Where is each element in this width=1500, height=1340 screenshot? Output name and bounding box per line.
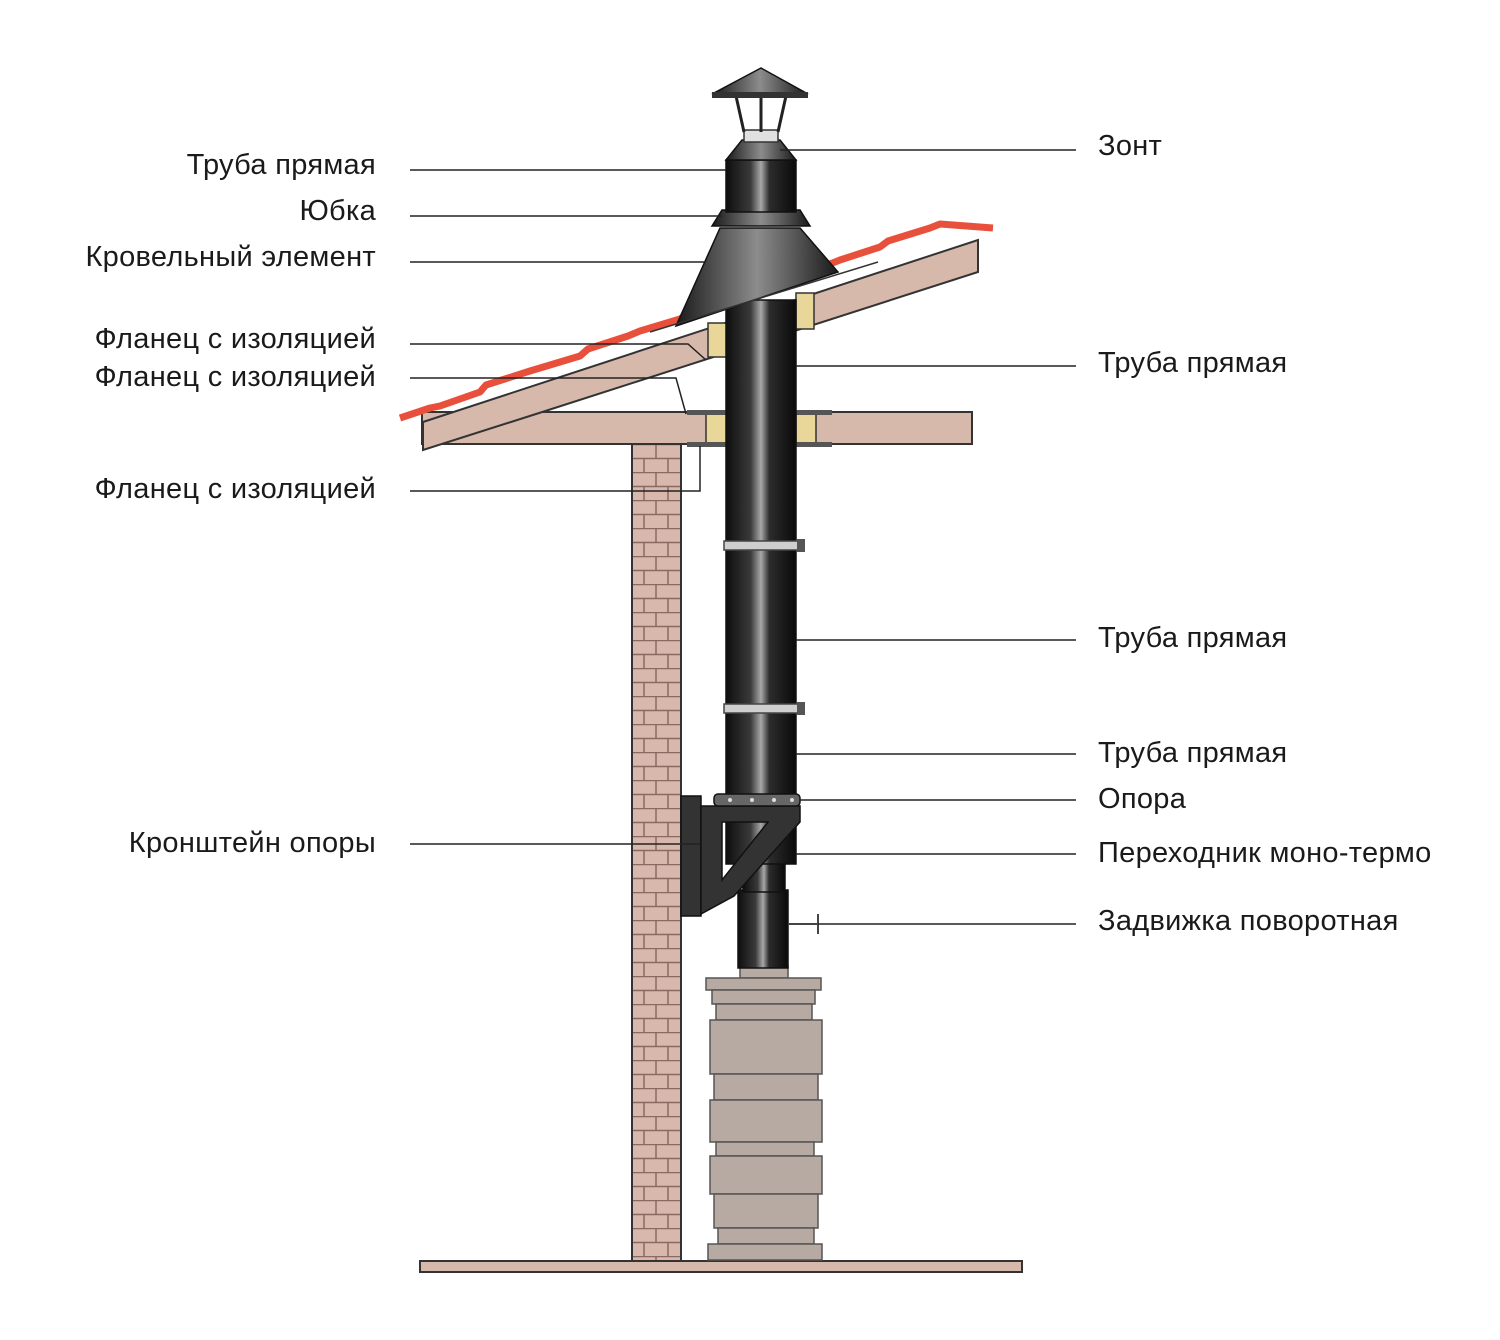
label-pipe-mid: Труба прямая	[1098, 622, 1288, 654]
pipe-top-taper	[724, 139, 798, 161]
floor	[419, 1260, 1023, 1273]
ceiling-insulation	[705, 413, 729, 445]
support-plate	[713, 793, 801, 807]
label-bracket: Кронштейн опоры	[128, 827, 376, 859]
roof-insulation	[795, 292, 815, 330]
pipe-top	[725, 159, 797, 213]
roof-tiles	[398, 220, 994, 422]
cap-stays	[734, 95, 788, 133]
flashing-edge	[649, 261, 879, 333]
label-damper: Задвижка поворотная	[1098, 905, 1399, 937]
label-support: Опора	[1098, 783, 1187, 815]
roof-insulation	[707, 322, 729, 358]
label-pipe-attic: Труба прямая	[1098, 347, 1288, 379]
brick-wall	[631, 443, 682, 1262]
ceiling-insulation	[795, 413, 817, 445]
pipe-mono	[737, 889, 789, 969]
label-pipe-low: Труба прямая	[1098, 737, 1288, 769]
label-adapter: Переходник моно-термо	[1098, 837, 1432, 869]
cap-cone	[711, 67, 809, 95]
label-flange-2: Фланец с изоляцией	[94, 361, 376, 393]
label-skirt: Юбка	[299, 195, 376, 227]
pipe-clamp	[723, 539, 805, 552]
wall-bracket	[680, 795, 801, 917]
label-flange-3: Фланец с изоляцией	[94, 473, 376, 505]
cap-brim	[712, 92, 808, 98]
pipe-clamp	[723, 702, 805, 715]
label-pipe-top: Труба прямая	[186, 149, 376, 181]
roof-flashing	[674, 227, 840, 328]
label-cap: Зонт	[1098, 130, 1163, 162]
stove	[705, 965, 823, 1261]
label-roof-element: Кровельный элемент	[85, 241, 376, 273]
damper-handle	[788, 914, 819, 934]
leader-lines	[410, 149, 1076, 925]
label-flange-1: Фланец с изоляцией	[94, 323, 376, 355]
